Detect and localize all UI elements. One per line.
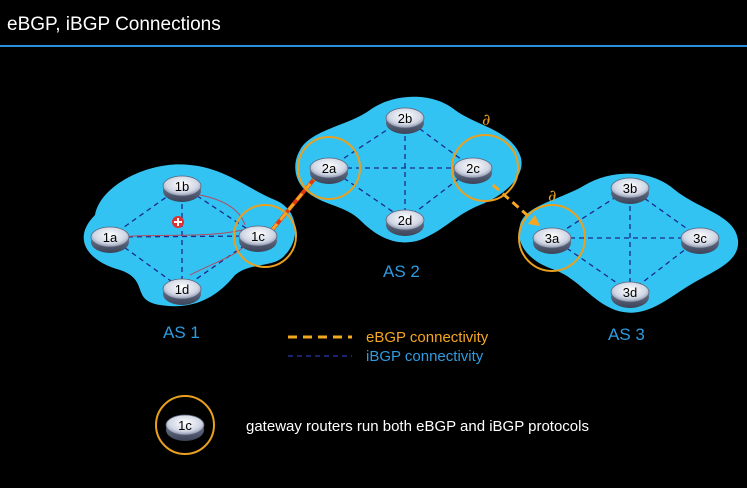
gateway-ring-2a	[297, 136, 361, 200]
router-3d-label: 3d	[623, 285, 637, 300]
router-3b-label: 3b	[623, 181, 637, 196]
red-plus-icon	[172, 216, 184, 228]
routers: 1a 1b 1c 1d 2a 2b 2c 2d 3a 3b 3c 3d	[90, 107, 720, 308]
router-2a-label: 2a	[322, 161, 337, 176]
legend-ibgp-label: iBGP connectivity	[366, 348, 484, 365]
router-2a: 2a	[309, 157, 349, 184]
page-title: eBGP, iBGP Connections	[7, 14, 221, 35]
router-1d-label: 1d	[175, 282, 189, 297]
router-1a: 1a	[90, 226, 130, 253]
note-router-1c: 1c	[165, 414, 205, 441]
gateway-mark-3a: ∂	[548, 186, 556, 205]
as3-label: AS 3	[608, 325, 645, 344]
gateway-mark-2c: ∂	[482, 110, 490, 129]
router-2d: 2d	[385, 209, 425, 236]
gateway-rings	[233, 134, 586, 272]
router-3a-label: 3a	[545, 231, 560, 246]
legend-ebgp-label: eBGP connectivity	[366, 329, 489, 346]
router-1c: 1c	[238, 225, 278, 252]
as2-label: AS 2	[383, 262, 420, 281]
router-1a-label: 1a	[103, 230, 118, 245]
gateway-ring-2c	[451, 134, 519, 202]
gateway-ring-3a	[518, 204, 586, 272]
router-2d-label: 2d	[398, 213, 412, 228]
title-divider	[0, 45, 747, 47]
router-2c: 2c	[453, 157, 493, 184]
router-1c-label: 1c	[251, 229, 265, 244]
as1-label: AS 1	[163, 323, 200, 342]
gateway-note-text: gateway routers run both eBGP and iBGP p…	[246, 418, 589, 435]
as3-cloud	[519, 173, 739, 313]
router-3d: 3d	[610, 281, 650, 308]
as2-cloud	[295, 96, 522, 243]
router-3c-label: 3c	[693, 231, 707, 246]
router-1b: 1b	[162, 175, 202, 202]
router-2c-label: 2c	[466, 161, 480, 176]
router-3a: 3a	[532, 227, 572, 254]
router-1b-label: 1b	[175, 179, 189, 194]
router-3b: 3b	[610, 177, 650, 204]
router-2b-label: 2b	[398, 111, 412, 126]
note-gateway-ring	[155, 395, 215, 455]
note-router-1c-label: 1c	[178, 418, 192, 433]
router-2b: 2b	[385, 107, 425, 134]
router-1d: 1d	[162, 278, 202, 305]
router-3c: 3c	[680, 227, 720, 254]
gateway-ring-1c	[233, 204, 297, 268]
